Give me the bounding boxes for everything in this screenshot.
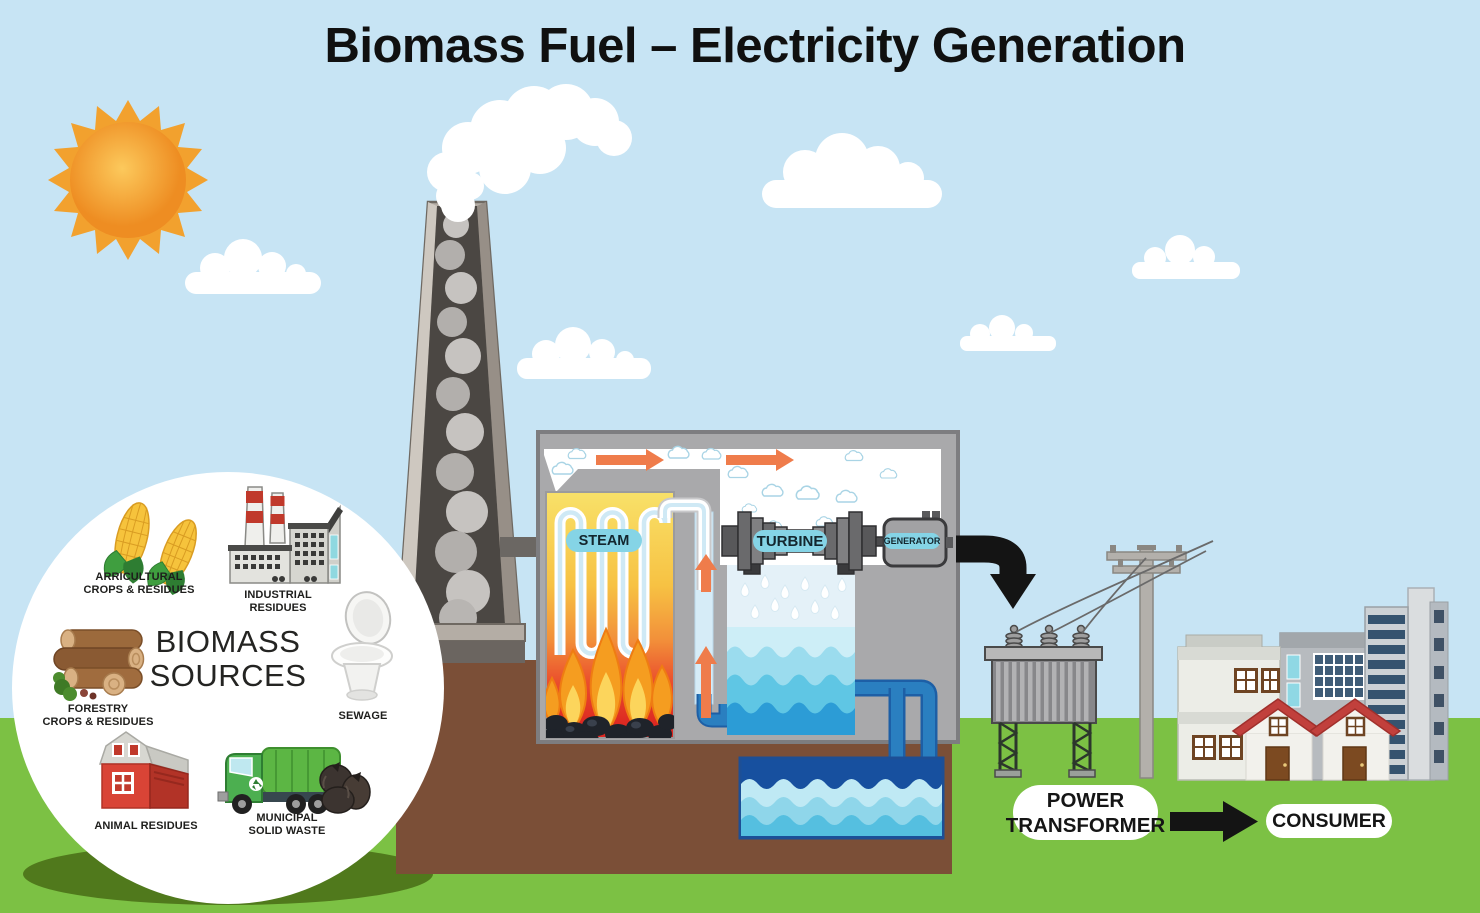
cloud: [960, 315, 1056, 351]
power-transformer-icon: [984, 624, 1103, 778]
condenser: [727, 565, 855, 735]
windows: [1192, 668, 1280, 760]
flow-arrow-right: [596, 449, 664, 471]
corn-icon: [103, 502, 197, 596]
label-agricultural: ARRICULTURAL CROPS & RESIDUES: [83, 571, 195, 596]
steam-flow-arrows: [596, 449, 794, 718]
factory-icon: [228, 486, 343, 584]
transformer-fins: [996, 662, 1089, 721]
garbage-truck-icon: [217, 747, 371, 814]
transformer-label-pill: POWER TRANSFORMER: [1006, 785, 1165, 840]
cooling-water-tank: [738, 679, 945, 840]
consumer-arrow: [1170, 801, 1258, 842]
sun-icon: [48, 100, 208, 260]
window-grid: [1315, 655, 1363, 697]
generator-label-pill: GENERATOR: [884, 533, 940, 549]
skyscraper-icon: [1364, 587, 1449, 781]
steam-pipe: [657, 497, 712, 590]
cloud: [517, 327, 651, 379]
house-icon: [1308, 698, 1402, 781]
transformer-legs: [997, 721, 1093, 773]
consumer-label-pill: CONSUMER: [1266, 804, 1392, 838]
flow-arrow-up: [695, 646, 717, 718]
label-forestry: FORESTRY CROPS & RESIDUES: [42, 703, 154, 728]
logs-icon: [53, 629, 145, 701]
diagram-title: Biomass Fuel – Electricity Generation: [324, 19, 1186, 73]
cloud: [185, 239, 321, 294]
smoke-plume: [427, 84, 632, 222]
flow-arrow-up: [695, 554, 717, 592]
trash-bags: [319, 762, 371, 814]
cloud: [762, 133, 942, 208]
turbine-label-pill: TURBINE: [753, 530, 827, 552]
utility-pole-icon: [1106, 545, 1187, 779]
city-buildings: [1177, 587, 1449, 781]
flow-arrow-right: [726, 449, 794, 471]
clouds: [185, 133, 1240, 379]
label-industrial: INDUSTRIAL RESIDUES: [244, 589, 312, 614]
biomass-heading-line2: SOURCES: [149, 658, 307, 693]
biomass-heading-line1: BIOMASS: [155, 624, 301, 659]
electricity-flow-arrow: [956, 535, 1036, 609]
barn-icon: [98, 731, 189, 809]
chimney: [396, 200, 526, 663]
condenser-water: [727, 627, 855, 735]
power-lines: [1015, 540, 1214, 634]
steam-label-pill: STEAM: [566, 529, 642, 552]
steam-coil: [554, 507, 671, 659]
flue-duct: [500, 537, 541, 557]
house-icon: [1231, 698, 1325, 781]
coals: [546, 714, 674, 738]
label-municipal: MUNICIPAL SOLID WASTE: [248, 812, 326, 837]
furnace-flames: [546, 626, 673, 735]
cloud: [1132, 235, 1240, 279]
label-animal: ANIMAL RESIDUES: [94, 820, 198, 832]
toilet-icon: [331, 591, 393, 701]
label-sewage: SEWAGE: [338, 710, 388, 722]
